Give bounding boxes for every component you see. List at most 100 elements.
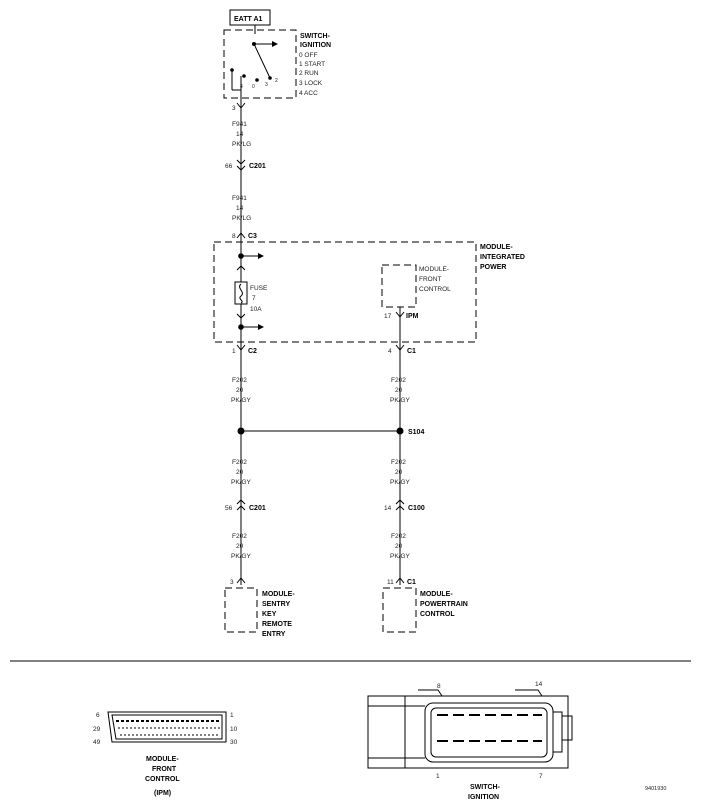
svg-text:C1: C1 xyxy=(407,579,416,586)
svg-text:F202: F202 xyxy=(232,459,247,466)
svg-text:FRONT: FRONT xyxy=(152,766,177,773)
svg-text:11: 11 xyxy=(387,579,394,586)
svg-text:PK/LG: PK/LG xyxy=(232,141,251,148)
svg-text:IGNITION: IGNITION xyxy=(468,794,499,801)
splice-s104: S104 xyxy=(237,427,424,436)
svg-text:4: 4 xyxy=(388,348,392,355)
module-sentry-key-remote-entry: 3 MODULE- SENTRY KEY REMOTE ENTRY xyxy=(224,577,295,638)
connector-c100: 14 C100 xyxy=(384,499,425,512)
svg-text:1 START: 1 START xyxy=(299,61,325,68)
wire-label-f202-2: F202 20 PK/GY xyxy=(390,377,411,404)
connector-view-front-control: 6 29 49 1 10 30 MODULE- FRONT CONTROL (I… xyxy=(93,711,238,797)
svg-text:C100: C100 xyxy=(408,505,425,512)
svg-text:20: 20 xyxy=(395,469,403,476)
connector-c2: 1 C2 xyxy=(232,344,257,355)
module-integrated-power: MODULE- INTEGRATED POWER xyxy=(213,241,525,343)
svg-text:PK/GY: PK/GY xyxy=(390,397,411,404)
svg-text:F202: F202 xyxy=(232,533,247,540)
svg-text:F941: F941 xyxy=(232,121,247,128)
svg-text:F202: F202 xyxy=(232,377,247,384)
svg-text:8: 8 xyxy=(232,233,236,240)
connector-c201-a: 66 C201 xyxy=(225,159,266,171)
svg-text:MODULE-: MODULE- xyxy=(262,591,295,598)
svg-text:PK/GY: PK/GY xyxy=(231,553,252,560)
svg-text:MODULE-: MODULE- xyxy=(480,244,513,251)
svg-text:1: 1 xyxy=(436,773,440,780)
eatt-a1-label: EATT A1 xyxy=(234,16,262,23)
svg-text:PK/LG: PK/LG xyxy=(232,215,251,222)
svg-text:3: 3 xyxy=(265,82,268,88)
svg-text:SENTRY: SENTRY xyxy=(262,601,290,608)
connector-c3: 8 C3 xyxy=(232,232,257,240)
module-powertrain-control: 11 C1 MODULE- POWERTRAIN CONTROL xyxy=(382,577,468,633)
svg-text:10: 10 xyxy=(230,726,238,733)
svg-text:FUSE: FUSE xyxy=(250,285,268,292)
svg-text:C201: C201 xyxy=(249,163,266,170)
svg-text:6: 6 xyxy=(96,712,100,719)
svg-text:10A: 10A xyxy=(250,306,262,313)
ipm-bus-upper xyxy=(236,242,264,282)
svg-text:IPM: IPM xyxy=(406,313,419,320)
svg-text:2: 2 xyxy=(275,78,278,84)
svg-text:20: 20 xyxy=(395,387,403,394)
svg-text:POWERTRAIN: POWERTRAIN xyxy=(420,601,468,608)
switch-ignition-positions: 0 OFF 1 START 2 RUN 3 LOCK 4 ACC xyxy=(299,52,325,97)
svg-text:14: 14 xyxy=(236,131,244,138)
svg-text:4 ACC: 4 ACC xyxy=(299,90,318,97)
fuse-symbol: FUSE 7 10A xyxy=(234,281,268,313)
svg-text:1: 1 xyxy=(230,712,234,719)
svg-text:0: 0 xyxy=(252,84,255,90)
wire-label-f202-1: F202 20 PK/GY xyxy=(231,377,252,404)
svg-text:14: 14 xyxy=(236,205,244,212)
svg-text:C1: C1 xyxy=(407,348,416,355)
svg-text:F202: F202 xyxy=(391,459,406,466)
svg-text:SWITCH-: SWITCH- xyxy=(470,784,501,791)
svg-text:PK/GY: PK/GY xyxy=(231,397,252,404)
svg-text:IGNITION: IGNITION xyxy=(300,42,331,49)
svg-text:MODULE-: MODULE- xyxy=(419,266,449,273)
svg-text:3 LOCK: 3 LOCK xyxy=(299,80,323,87)
svg-text:7: 7 xyxy=(539,773,543,780)
svg-text:2 RUN: 2 RUN xyxy=(299,70,319,77)
svg-text:MODULE-: MODULE- xyxy=(146,756,179,763)
svg-text:F202: F202 xyxy=(391,377,406,384)
svg-text:PK/GY: PK/GY xyxy=(390,479,411,486)
svg-text:PK/GY: PK/GY xyxy=(231,479,252,486)
svg-text:30: 30 xyxy=(230,739,238,746)
svg-text:F202: F202 xyxy=(391,533,406,540)
svg-text:20: 20 xyxy=(236,469,244,476)
svg-text:KEY: KEY xyxy=(262,611,277,618)
svg-text:14: 14 xyxy=(535,681,543,688)
svg-text:20: 20 xyxy=(236,387,244,394)
svg-text:20: 20 xyxy=(395,543,403,550)
svg-text:1: 1 xyxy=(232,348,236,355)
svg-text:MODULE-: MODULE- xyxy=(420,591,453,598)
svg-text:14: 14 xyxy=(384,505,392,512)
svg-text:8: 8 xyxy=(437,683,441,690)
svg-text:20: 20 xyxy=(236,543,244,550)
svg-text:CONTROL: CONTROL xyxy=(419,286,451,293)
svg-text:INTEGRATED: INTEGRATED xyxy=(480,254,525,261)
connector-c1-top: 4 C1 xyxy=(388,344,416,355)
svg-text:C201: C201 xyxy=(249,505,266,512)
svg-text:CONTROL: CONTROL xyxy=(420,611,455,618)
svg-text:C2: C2 xyxy=(248,348,257,355)
svg-text:29: 29 xyxy=(93,726,101,733)
wire-label-f202-4: F202 20 PK/GY xyxy=(390,459,411,486)
wire-label-f202-5: F202 20 PK/GY xyxy=(231,533,252,560)
svg-text:0 OFF: 0 OFF xyxy=(299,52,317,59)
svg-text:FRONT: FRONT xyxy=(419,276,441,283)
eatt-a1-box: EATT A1 xyxy=(229,9,271,26)
switch-ignition-component: 4 0 3 2 xyxy=(223,25,297,100)
svg-text:66: 66 xyxy=(225,163,233,170)
svg-text:CONTROL: CONTROL xyxy=(145,776,180,783)
svg-text:(IPM): (IPM) xyxy=(154,790,171,797)
svg-text:SWITCH-: SWITCH- xyxy=(300,33,331,40)
wire-label-f941-a: F941 14 PK/LG xyxy=(232,121,251,148)
connector-c201-b: 56 C201 xyxy=(225,499,266,512)
module-front-control-inner: MODULE- FRONT CONTROL 17 IPM xyxy=(381,264,451,348)
svg-text:REMOTE: REMOTE xyxy=(262,621,292,628)
ipm-bus-lower xyxy=(236,304,264,348)
svg-text:7: 7 xyxy=(252,295,256,302)
